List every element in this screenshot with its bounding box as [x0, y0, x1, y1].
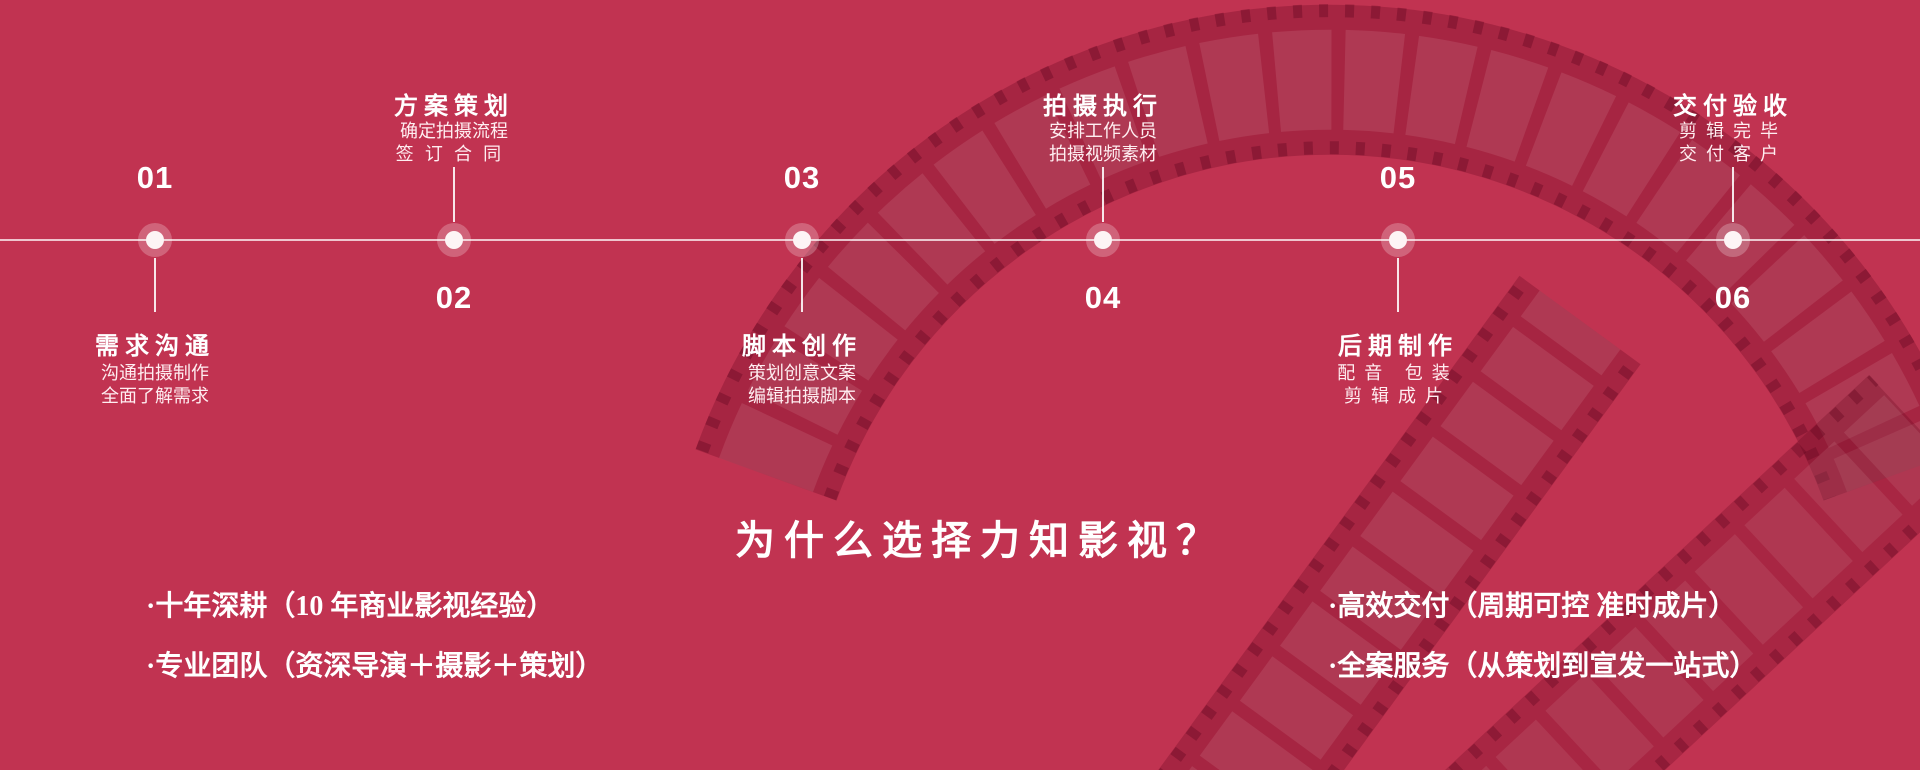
step-desc-line: 配音 包装 [1337, 363, 1459, 383]
step-desc-line: 沟通拍摄制作 [101, 363, 209, 383]
step-desc-line: 剪辑完毕 [1679, 121, 1787, 141]
step-desc-line: 确定拍摄流程 [400, 121, 508, 141]
bullet-item: ·十年深耕（10 年商业影视经验） [146, 591, 555, 622]
bullet-item: ·高效交付（周期可控 准时成片） [1328, 591, 1737, 622]
step-desc-line: 安排工作人员 [1049, 121, 1157, 141]
timeline-step-05: 05 后期制作 配音 包装 剪辑成片 [1288, 0, 1508, 770]
step-number: 01 [136, 160, 174, 195]
connector-line [1102, 167, 1104, 222]
timeline-step-01: 01 需求沟通 沟通拍摄制作 全面了解需求 [45, 0, 265, 770]
timeline-dot [1389, 231, 1407, 249]
timeline-dot [1724, 231, 1742, 249]
why-heading: 为什么选择力知影视？ [735, 518, 1225, 563]
step-desc-line: 策划创意文案 [748, 363, 856, 383]
step-desc-line: 拍摄视频素材 [1049, 144, 1157, 164]
step-number: 06 [1714, 280, 1752, 315]
timeline-axis [0, 239, 1920, 241]
step-number: 04 [1084, 280, 1122, 315]
step-number: 03 [783, 160, 821, 195]
step-desc-line: 编辑拍摄脚本 [748, 386, 856, 406]
timeline-dot [1094, 231, 1112, 249]
step-title: 拍摄执行 [1043, 94, 1163, 120]
step-desc-line: 全面了解需求 [101, 386, 209, 406]
step-desc-line: 交付客户 [1679, 144, 1787, 164]
timeline-dot [146, 231, 164, 249]
connector-line [154, 258, 156, 312]
step-title: 方案策划 [394, 94, 514, 120]
bullet-item: ·全案服务（从策划到宣发一站式） [1328, 651, 1758, 682]
timeline-dot [793, 231, 811, 249]
timeline-step-03: 03 脚本创作 策划创意文案 编辑拍摄脚本 [692, 0, 912, 770]
timeline-step-04: 拍摄执行 安排工作人员 拍摄视频素材 04 [993, 0, 1213, 770]
connector-line [1397, 258, 1399, 312]
connector-line [1732, 167, 1734, 222]
step-title: 后期制作 [1338, 334, 1458, 360]
step-title: 需求沟通 [95, 334, 215, 360]
connector-line [453, 167, 455, 222]
step-number: 05 [1379, 160, 1417, 195]
timeline-step-02: 方案策划 确定拍摄流程 签订合同 02 [344, 0, 564, 770]
bullet-item: ·专业团队（资深导演＋摄影＋策划） [146, 651, 604, 682]
step-desc-line: 剪辑成片 [1344, 386, 1452, 406]
step-desc-line: 签订合同 [395, 144, 513, 164]
timeline-dot [445, 231, 463, 249]
step-title: 交付验收 [1673, 94, 1793, 120]
step-title: 脚本创作 [742, 334, 862, 360]
step-number: 02 [435, 280, 473, 315]
connector-line [801, 258, 803, 312]
timeline-step-06: 交付验收 剪辑完毕 交付客户 06 [1623, 0, 1843, 770]
